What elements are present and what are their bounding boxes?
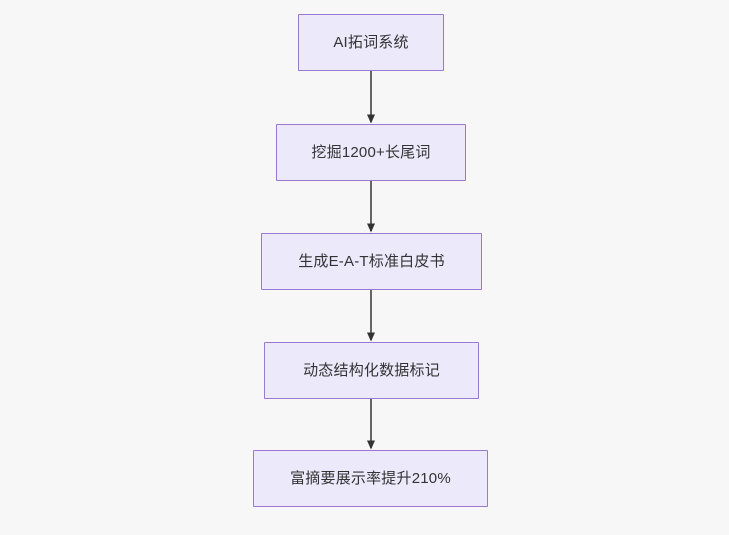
- node-label: AI拓词系统: [333, 34, 409, 51]
- flowchart-node-rich-snippet-rate-increase[interactable]: 富摘要展示率提升210%: [253, 450, 488, 507]
- node-label: 动态结构化数据标记: [303, 362, 440, 379]
- flowchart-node-mine-longtail-keywords[interactable]: 挖掘1200+长尾词: [276, 124, 466, 181]
- node-label: 富摘要展示率提升210%: [290, 470, 451, 487]
- flowchart-node-ai-keyword-system[interactable]: AI拓词系统: [298, 14, 444, 71]
- node-label: 生成E-A-T标准白皮书: [298, 253, 445, 270]
- node-label: 挖掘1200+长尾词: [311, 144, 431, 161]
- flowchart-node-dynamic-structured-data-markup[interactable]: 动态结构化数据标记: [264, 342, 479, 399]
- flowchart-node-generate-eat-whitepaper[interactable]: 生成E-A-T标准白皮书: [261, 233, 482, 290]
